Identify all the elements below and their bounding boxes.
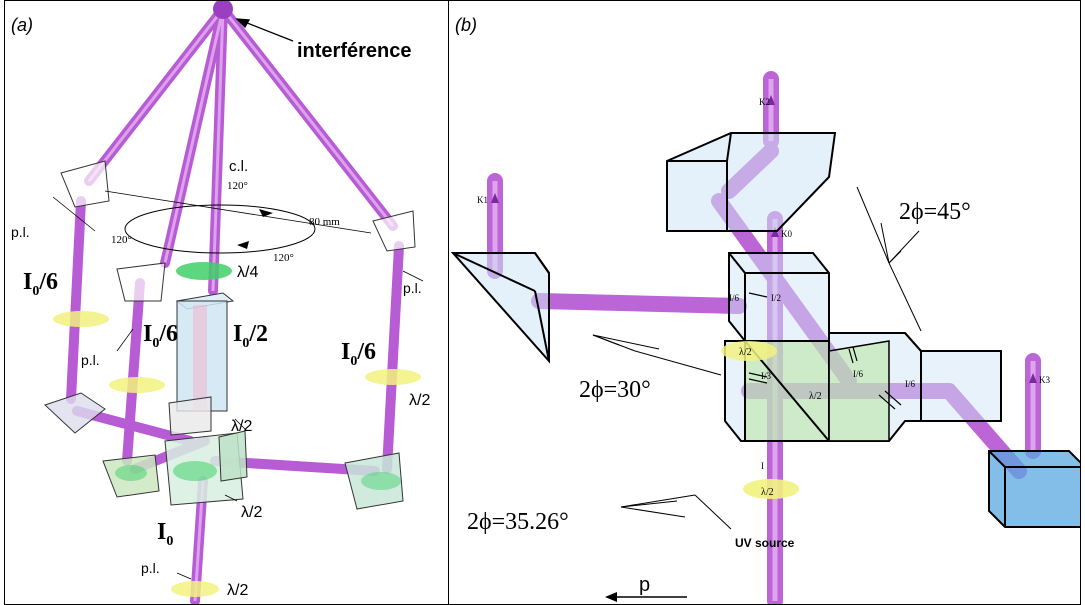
pl-label-right: p.l.: [403, 280, 422, 296]
lower-cube: [724, 340, 830, 442]
polarization-arrows: [748, 292, 902, 410]
central-prism: [175, 292, 235, 412]
prism-k3: [988, 450, 1080, 528]
k0-label: K0: [781, 229, 792, 239]
panel-b: (b) K1 K2 K0 K3 2ϕ=45° 2ϕ=30° 2ϕ=35.26° …: [448, 0, 1081, 605]
interference-point: [213, 1, 233, 19]
lambda2-label-right: λ/2: [409, 392, 430, 409]
prism-k2: [666, 132, 837, 232]
lambda2-label-lower: λ/2: [241, 504, 262, 521]
pl-label-left: p.l.: [11, 224, 30, 240]
i6-label-b: I/6: [853, 369, 863, 379]
interference-arrow: [235, 18, 294, 42]
waveplate-bottom: [743, 479, 799, 499]
pl-label-bottom: p.l.: [141, 560, 160, 576]
uv-source-label: UV source: [735, 536, 795, 550]
p-arrow: [605, 592, 687, 602]
panel-b-diagram: (b) K1 K2 K0 K3 2ϕ=45° 2ϕ=30° 2ϕ=35.26° …: [450, 15, 1080, 604]
panel-a-label: (a): [11, 15, 33, 35]
k3-label: K3: [1039, 375, 1050, 385]
i2-label: I/2: [771, 293, 781, 303]
beams: [66, 4, 404, 604]
top-prisms: [60, 160, 416, 302]
cl-label: c.l.: [229, 158, 248, 175]
lambda2-label-b2: λ/2: [739, 347, 752, 358]
intensity-label-mid: I0/6: [143, 321, 178, 351]
lambda2-label-upper: λ/2: [231, 418, 252, 435]
lambda2-label-b1: λ/2: [761, 487, 774, 498]
panel-a-diagram: (a) interférence c.l. 120° 120° 120° 80 …: [11, 1, 430, 604]
angle-sketch-35: [620, 494, 732, 530]
p-label: p: [639, 574, 650, 596]
waveplate-center: [721, 341, 777, 361]
i6-label-c: I/6: [905, 379, 915, 389]
pl-label-mid: p.l.: [81, 352, 100, 368]
distance-label: 80 mm: [309, 216, 340, 228]
interference-label: interférence: [297, 40, 412, 62]
i3-label: I/3: [761, 371, 771, 381]
panel-b-label: (b): [455, 15, 477, 35]
angle-sketch-30: [592, 334, 722, 376]
lambda4-plate: [176, 262, 232, 280]
angle-45-label: 2ϕ=45°: [899, 199, 971, 225]
prism-k1: [450, 252, 550, 364]
angle-35-label: 2ϕ=35.26°: [467, 509, 569, 535]
angle-label-right: 120°: [273, 252, 294, 264]
intensity-label-bottom: I0: [157, 519, 173, 549]
angle-label-top: 120°: [227, 180, 248, 192]
panel-a: (a) interférence c.l. 120° 120° 120° 80 …: [4, 0, 449, 605]
lambda4-label: λ/4: [237, 264, 258, 281]
intensity-label-center: I0/2: [233, 321, 268, 351]
k2-label: K2: [759, 97, 770, 107]
k1-label: K1: [477, 195, 488, 205]
angle-label-left: 120°: [111, 234, 132, 246]
lambda2-label-bottom: λ/2: [227, 582, 248, 599]
angle-sketch-45: [856, 186, 922, 332]
intensity-label-left: I0/6: [23, 269, 58, 299]
angle-30-label: 2ϕ=30°: [579, 377, 651, 403]
lambda2-label-b3: λ/2: [809, 391, 822, 402]
intensity-label-right: I0/6: [341, 339, 376, 369]
rotation-ellipse: [124, 204, 316, 254]
i6-label-a: I/6: [729, 293, 739, 303]
distance-line: [104, 190, 372, 234]
i-label: I: [761, 461, 764, 471]
waveplates: [53, 311, 421, 597]
